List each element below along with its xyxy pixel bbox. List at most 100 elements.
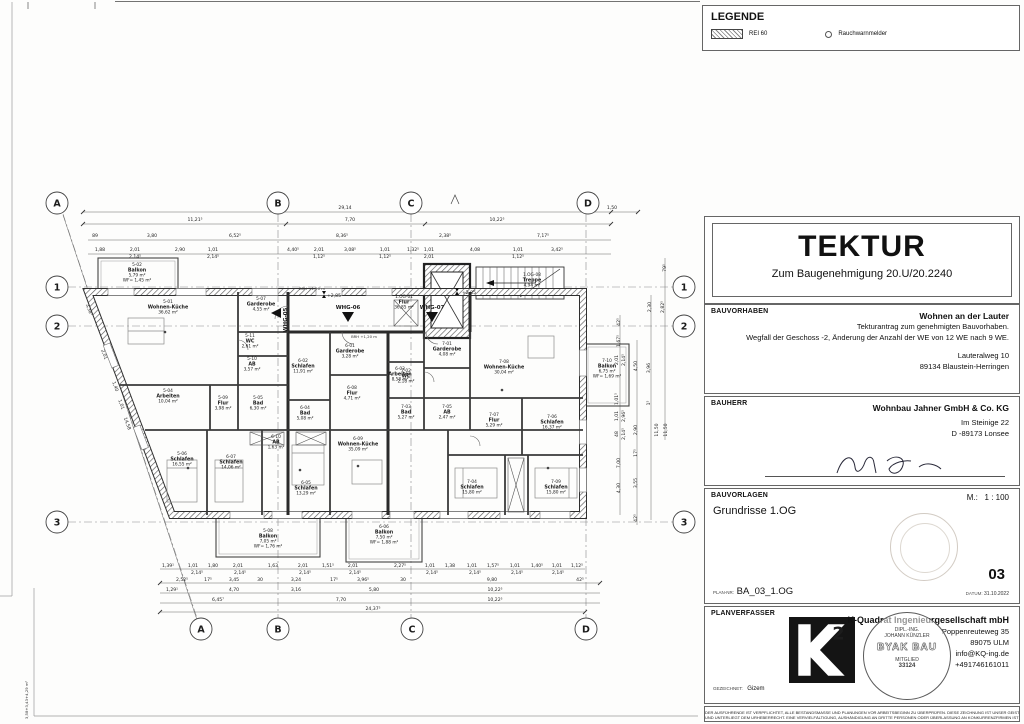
stamp-line5: 33124 xyxy=(898,663,916,669)
company-logo: 2 xyxy=(789,617,855,688)
svg-text:2,14⁵: 2,14⁵ xyxy=(426,570,438,576)
svg-text:2,90: 2,90 xyxy=(175,247,185,253)
left-dimensions: 3,38⁵ 2,01 2,14⁵ 1,40 1,01 2,14⁵ 14,58 xyxy=(84,303,134,431)
svg-text:2,14⁵: 2,14⁵ xyxy=(299,570,311,576)
svg-text:2,14⁵: 2,14⁵ xyxy=(469,570,481,576)
svg-text:3,55: 3,55 xyxy=(633,478,639,488)
svg-text:2,14⁵: 2,14⁵ xyxy=(621,428,627,440)
right-dimensions: 79⁵ 2,82⁵ 2,30 42⁵ 1,67⁵ 2,01 2,14⁵ 4,50… xyxy=(614,264,669,522)
svg-text:1,01: 1,01 xyxy=(380,247,390,253)
svg-text:5,80: 5,80 xyxy=(369,587,379,593)
planverfasser-box: PLANVERFASSER 2 K-Quadrat Ingenieurgesel… xyxy=(704,606,1020,704)
scale-label: M.: xyxy=(966,493,978,502)
svg-text:1,01: 1,01 xyxy=(513,247,523,253)
tektur-outer-box: TEKTUR Zum Baugenehmigung 20.U/20.2240 xyxy=(704,216,1020,304)
legend-smoke-label: Rauchwarnmelder xyxy=(838,31,888,37)
svg-text:2,30: 2,30 xyxy=(647,302,653,312)
svg-text:2,52⁵: 2,52⁵ xyxy=(176,577,188,583)
smoke-detector-dots xyxy=(163,330,550,472)
svg-text:WHG-06: WHG-06 xyxy=(336,305,361,311)
svg-text:10,22⁵: 10,22⁵ xyxy=(488,597,503,603)
svg-text:1,12⁵: 1,12⁵ xyxy=(313,254,325,260)
smoke-detector-icon xyxy=(825,30,833,38)
svg-text:+2,85: +2,85 xyxy=(327,293,341,299)
signature-line xyxy=(765,476,1005,477)
svg-text:3,80: 3,80 xyxy=(147,233,157,239)
chamber-stamp: DIPL.-ING. JOHANN KÜNZLER BYAK BAU MITGL… xyxy=(863,612,951,700)
svg-text:1⁵: 1⁵ xyxy=(646,400,652,405)
svg-text:8,36⁵: 8,36⁵ xyxy=(336,233,348,239)
section-flag xyxy=(450,194,460,205)
svg-text:2,01: 2,01 xyxy=(424,254,434,260)
svg-text:1,51⁵: 1,51⁵ xyxy=(322,563,334,569)
svg-text:3: 3 xyxy=(54,518,61,529)
svg-text:2,14⁵: 2,14⁵ xyxy=(511,570,523,576)
svg-text:3,24: 3,24 xyxy=(291,577,301,583)
tektur-title: TEKTUR xyxy=(798,230,926,263)
svg-text:2,14⁵: 2,14⁵ xyxy=(234,570,246,576)
project-line1: Tekturantrag zum genehmigten Bauvorhaben… xyxy=(856,322,1009,332)
svg-text:1,63: 1,63 xyxy=(268,563,278,569)
project-name: Wohnen an der Lauter xyxy=(919,311,1009,321)
date-label: DATUM: xyxy=(965,591,983,596)
svg-text:2,14⁵: 2,14⁵ xyxy=(129,254,141,260)
svg-text:1,12⁵: 1,12⁵ xyxy=(512,254,524,260)
svg-text:7,70: 7,70 xyxy=(345,217,355,223)
furniture xyxy=(127,299,578,513)
bauherr-box: BAUHERR Wohnbau Jahner GmbH & Co. KG Im … xyxy=(704,396,1020,486)
svg-text:1,01: 1,01 xyxy=(467,563,477,569)
apartment-markers: WHG-05 WHG-06 WHG-07 xyxy=(271,305,445,332)
grid-bubbles xyxy=(45,191,696,641)
stamp-line4: MITGLIED xyxy=(895,657,919,663)
svg-text:BRH +1,20 m: BRH +1,20 m xyxy=(351,334,377,339)
svg-text:29,14: 29,14 xyxy=(338,205,351,211)
drawn-by-label: GEZEICHNET: xyxy=(713,686,743,691)
svg-text:2,38⁵: 2,38⁵ xyxy=(439,233,451,239)
svg-text:42⁵: 42⁵ xyxy=(633,514,639,522)
interior-walls xyxy=(120,292,583,515)
svg-text:WHG-07: WHG-07 xyxy=(420,305,445,311)
svg-text:B: B xyxy=(274,199,281,210)
svg-text:1,12⁵: 1,12⁵ xyxy=(379,254,391,260)
svg-text:10,22⁵: 10,22⁵ xyxy=(490,217,505,223)
svg-text:3,96⁵: 3,96⁵ xyxy=(357,577,369,583)
legend-title: LEGENDE xyxy=(711,11,765,23)
grid-axes xyxy=(62,213,673,619)
svg-text:1,32⁵: 1,32⁵ xyxy=(407,247,419,253)
floor-plan-drawing: 3,58+3,43+4,29 m² 29,14 xyxy=(0,1,700,719)
tektur-box: TEKTUR Zum Baugenehmigung 20.U/20.2240 xyxy=(712,223,1012,297)
client-signature xyxy=(836,456,942,474)
svg-text:1,01: 1,01 xyxy=(116,399,125,411)
scale-value: 1 : 100 xyxy=(984,493,1009,502)
svg-text:17⁵: 17⁵ xyxy=(330,577,338,583)
svg-text:7,17⁵: 7,17⁵ xyxy=(537,233,549,239)
svg-text:4,40⁵: 4,40⁵ xyxy=(287,247,299,253)
svg-text:1,01: 1,01 xyxy=(552,563,562,569)
svg-text:2,01: 2,01 xyxy=(614,355,620,365)
svg-text:BRH +1,20 m: BRH +1,20 m xyxy=(299,286,325,291)
svg-text:11,21⁵: 11,21⁵ xyxy=(188,217,203,223)
svg-text:1,80: 1,80 xyxy=(208,563,218,569)
client-city: D -89173 Lonsee xyxy=(951,429,1009,439)
svg-text:30: 30 xyxy=(400,577,406,583)
legend-box: LEGENDE REI 60 Rauchwarnmelder xyxy=(702,5,1020,51)
project-street: Lauteralweg 10 xyxy=(957,351,1009,361)
svg-text:2,01: 2,01 xyxy=(298,563,308,569)
svg-text:2,01: 2,01 xyxy=(130,247,140,253)
svg-text:2,01: 2,01 xyxy=(314,247,324,253)
svg-text:24,37⁵: 24,37⁵ xyxy=(366,606,381,612)
